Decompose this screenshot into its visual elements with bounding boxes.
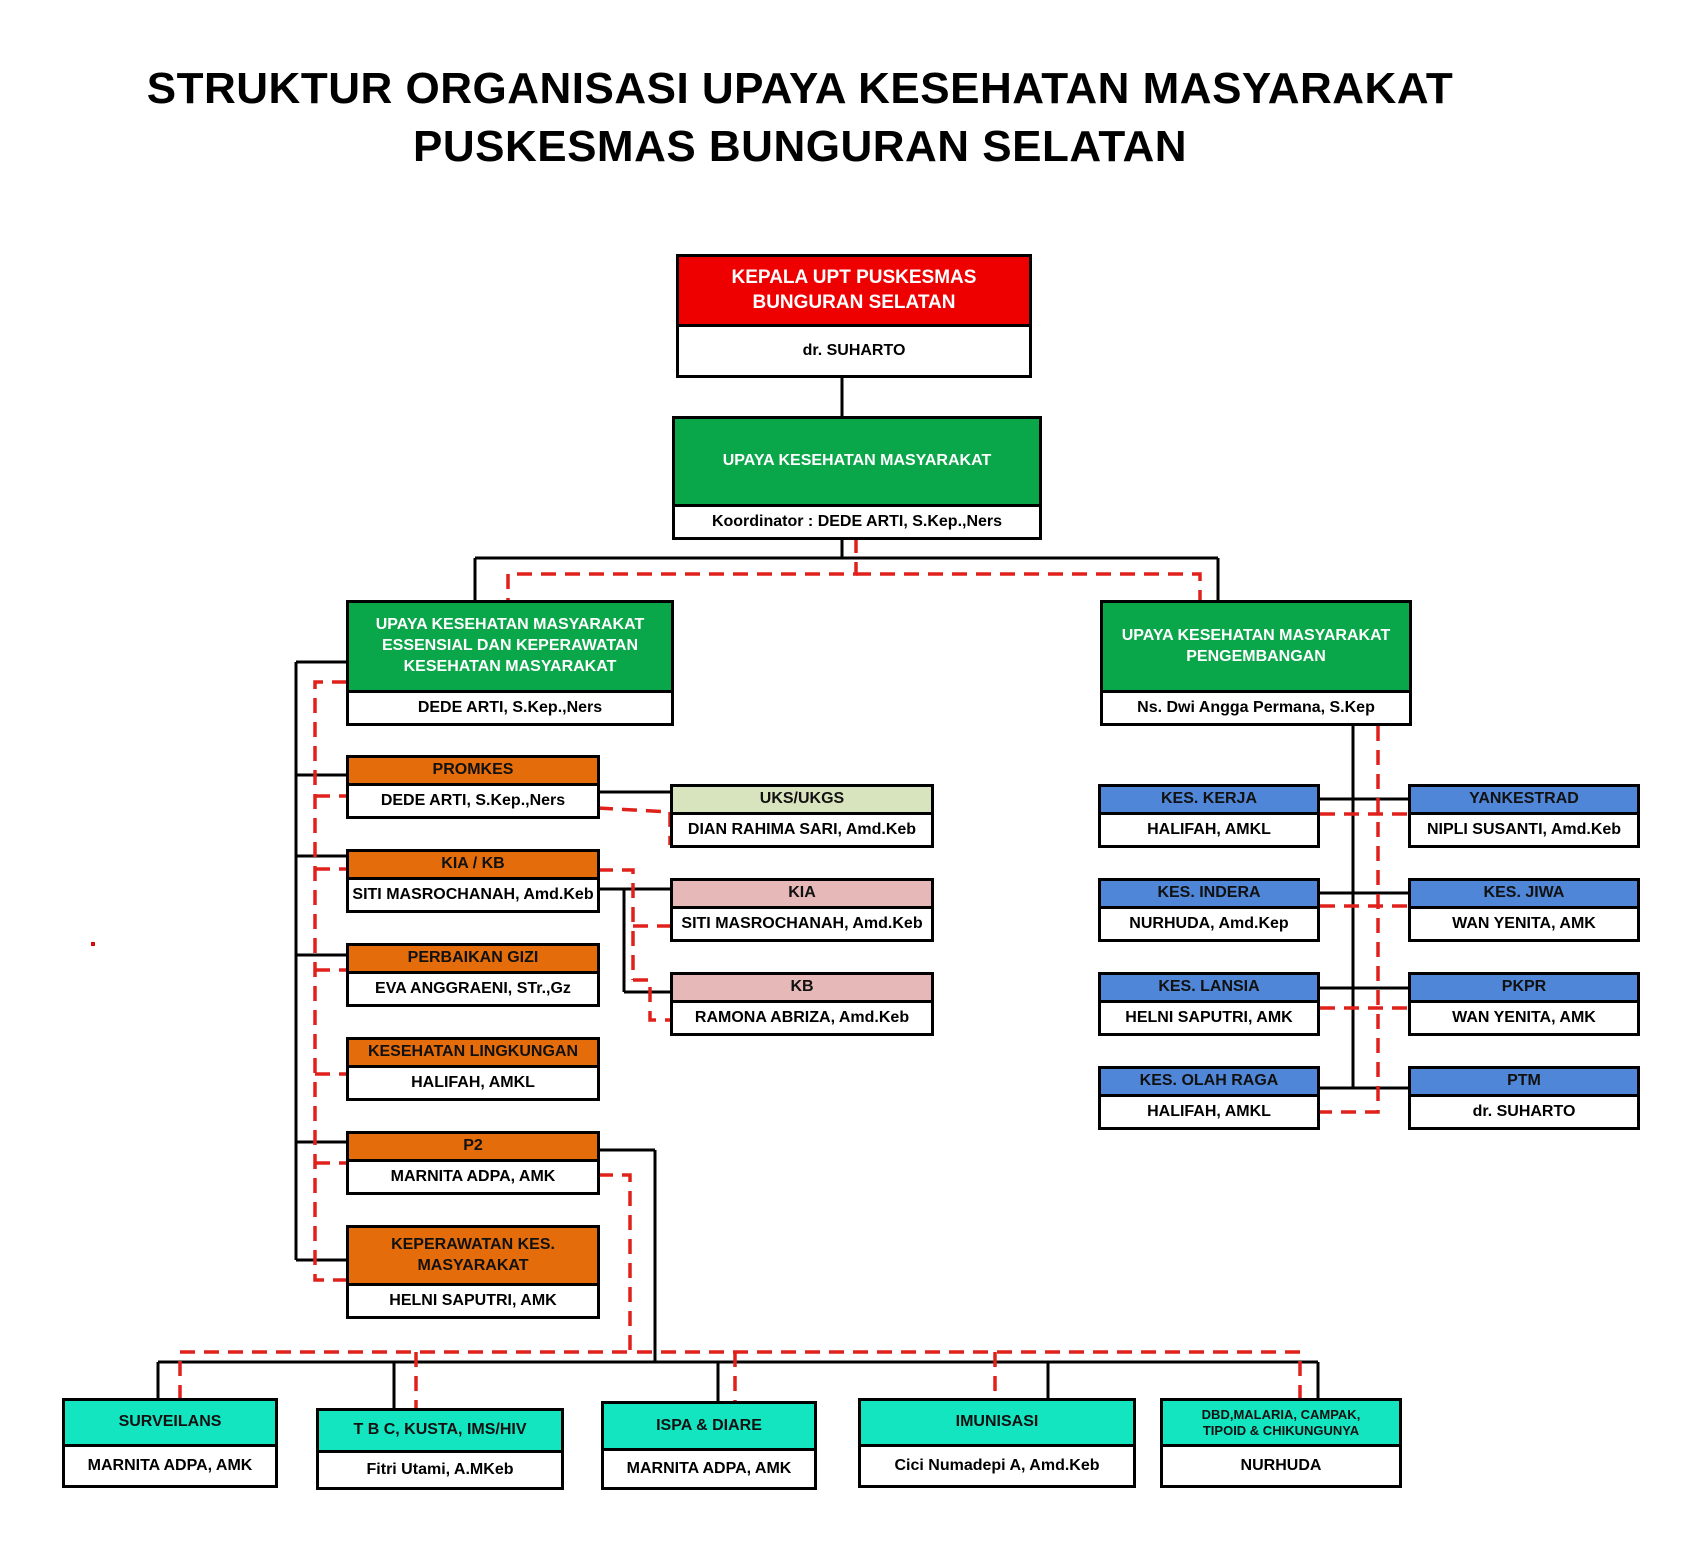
- node-p2-name: MARNITA ADPA, AMK: [349, 1162, 597, 1192]
- node-tbc-kusta: T B C, KUSTA, IMS/HIV Fitri Utami, A.MKe…: [316, 1408, 564, 1490]
- node-promkes: PROMKES DEDE ARTI, S.Kep.,Ners: [346, 755, 600, 819]
- node-kia-kb-title: KIA / KB: [349, 852, 597, 880]
- node-ptm-name: dr. SUHARTO: [1411, 1097, 1637, 1127]
- node-surveilans-name: MARNITA ADPA, AMK: [65, 1447, 275, 1485]
- node-keperawatan-kesmas-name: HELNI SAPUTRI, AMK: [349, 1286, 597, 1316]
- node-kes-indera-title: KES. INDERA: [1101, 881, 1317, 909]
- node-kes-lansia-name: HELNI SAPUTRI, AMK: [1101, 1003, 1317, 1033]
- node-perbaikan-gizi-title: PERBAIKAN GIZI: [349, 946, 597, 974]
- node-kb: KB RAMONA ABRIZA, Amd.Keb: [670, 972, 934, 1036]
- node-kes-olah-raga-name: HALIFAH, AMKL: [1101, 1097, 1317, 1127]
- node-ukm-pengembangan: UPAYA KESEHATAN MASYARAKAT PENGEMBANGAN …: [1100, 600, 1412, 726]
- node-kes-lansia: KES. LANSIA HELNI SAPUTRI, AMK: [1098, 972, 1320, 1036]
- node-kes-kerja-name: HALIFAH, AMKL: [1101, 815, 1317, 845]
- node-surveilans: SURVEILANS MARNITA ADPA, AMK: [62, 1398, 278, 1488]
- node-keperawatan-kesmas: KEPERAWATAN KES. MASYARAKAT HELNI SAPUTR…: [346, 1225, 600, 1319]
- node-p2: P2 MARNITA ADPA, AMK: [346, 1131, 600, 1195]
- node-ispa-diare-title: ISPA & DIARE: [604, 1404, 814, 1451]
- node-ptm: PTM dr. SUHARTO: [1408, 1066, 1640, 1130]
- node-ukm: UPAYA KESEHATAN MASYARAKAT Koordinator :…: [672, 416, 1042, 540]
- node-kes-olah-raga-title: KES. OLAH RAGA: [1101, 1069, 1317, 1097]
- node-kes-kerja: KES. KERJA HALIFAH, AMKL: [1098, 784, 1320, 848]
- node-kb-title: KB: [673, 975, 931, 1003]
- node-tbc-kusta-name: Fitri Utami, A.MKeb: [319, 1453, 561, 1487]
- node-uks-ukgs: UKS/UKGS DIAN RAHIMA SARI, Amd.Keb: [670, 784, 934, 848]
- node-kes-jiwa: KES. JIWA WAN YENITA, AMK: [1408, 878, 1640, 942]
- node-perbaikan-gizi-name: EVA ANGGRAENI, STr.,Gz: [349, 974, 597, 1004]
- node-kia-kb: KIA / KB SITI MASROCHANAH, Amd.Keb: [346, 849, 600, 913]
- node-kepala-upt-name: dr. SUHARTO: [679, 327, 1029, 375]
- node-kepala-upt: KEPALA UPT PUSKESMAS BUNGURAN SELATAN dr…: [676, 254, 1032, 378]
- node-perbaikan-gizi: PERBAIKAN GIZI EVA ANGGRAENI, STr.,Gz: [346, 943, 600, 1007]
- node-kb-name: RAMONA ABRIZA, Amd.Keb: [673, 1003, 931, 1033]
- node-ukm-pengembangan-name: Ns. Dwi Angga Permana, S.Kep: [1103, 693, 1409, 723]
- node-kesehatan-lingkungan-name: HALIFAH, AMKL: [349, 1068, 597, 1098]
- dashed-coordination-lines: [178, 538, 1410, 1410]
- node-kia: KIA SITI MASROCHANAH, Amd.Keb: [670, 878, 934, 942]
- node-keperawatan-kesmas-title: KEPERAWATAN KES. MASYARAKAT: [349, 1228, 597, 1286]
- node-ukm-esensial-name: DEDE ARTI, S.Kep.,Ners: [349, 693, 671, 723]
- node-yankestrad-name: NIPLI SUSANTI, Amd.Keb: [1411, 815, 1637, 845]
- node-uks-ukgs-name: DIAN RAHIMA SARI, Amd.Keb: [673, 815, 931, 845]
- node-ukm-name: Koordinator : DEDE ARTI, S.Kep.,Ners: [675, 507, 1039, 537]
- node-surveilans-title: SURVEILANS: [65, 1401, 275, 1447]
- node-kes-jiwa-name: WAN YENITA, AMK: [1411, 909, 1637, 939]
- node-yankestrad: YANKESTRAD NIPLI SUSANTI, Amd.Keb: [1408, 784, 1640, 848]
- chart-title-line-2: PUSKESMAS BUNGURAN SELATAN: [412, 122, 1188, 171]
- node-promkes-name: DEDE ARTI, S.Kep.,Ners: [349, 786, 597, 816]
- node-tbc-kusta-title: T B C, KUSTA, IMS/HIV: [319, 1411, 561, 1453]
- stray-mark: [91, 942, 95, 946]
- node-kes-kerja-title: KES. KERJA: [1101, 787, 1317, 815]
- node-imunisasi: IMUNISASI Cici Numadepi A, Amd.Keb: [858, 1398, 1136, 1488]
- node-p2-title: P2: [349, 1134, 597, 1162]
- node-kes-olah-raga: KES. OLAH RAGA HALIFAH, AMKL: [1098, 1066, 1320, 1130]
- node-imunisasi-name: Cici Numadepi A, Amd.Keb: [861, 1447, 1133, 1485]
- node-ukm-esensial: UPAYA KESEHATAN MASYARAKAT ESSENSIAL DAN…: [346, 600, 674, 726]
- node-pkpr-title: PKPR: [1411, 975, 1637, 1003]
- node-ukm-title: UPAYA KESEHATAN MASYARAKAT: [675, 419, 1039, 507]
- node-pkpr-name: WAN YENITA, AMK: [1411, 1003, 1637, 1033]
- node-ispa-diare: ISPA & DIARE MARNITA ADPA, AMK: [601, 1401, 817, 1490]
- node-kesehatan-lingkungan-title: KESEHATAN LINGKUNGAN: [349, 1040, 597, 1068]
- node-dbd-malaria: DBD,MALARIA, CAMPAK, TIPOID & CHIKUNGUNY…: [1160, 1398, 1402, 1488]
- node-kia-kb-name: SITI MASROCHANAH, Amd.Keb: [349, 880, 597, 910]
- node-ispa-diare-name: MARNITA ADPA, AMK: [604, 1451, 814, 1487]
- node-ukm-pengembangan-title: UPAYA KESEHATAN MASYARAKAT PENGEMBANGAN: [1103, 603, 1409, 693]
- node-ptm-title: PTM: [1411, 1069, 1637, 1097]
- node-kes-jiwa-title: KES. JIWA: [1411, 881, 1637, 909]
- node-kesehatan-lingkungan: KESEHATAN LINGKUNGAN HALIFAH, AMKL: [346, 1037, 600, 1101]
- node-kia-name: SITI MASROCHANAH, Amd.Keb: [673, 909, 931, 939]
- node-imunisasi-title: IMUNISASI: [861, 1401, 1133, 1447]
- node-dbd-malaria-name: NURHUDA: [1163, 1447, 1399, 1485]
- node-dbd-malaria-title: DBD,MALARIA, CAMPAK, TIPOID & CHIKUNGUNY…: [1163, 1401, 1399, 1447]
- node-promkes-title: PROMKES: [349, 758, 597, 786]
- node-kepala-upt-title: KEPALA UPT PUSKESMAS BUNGURAN SELATAN: [679, 257, 1029, 327]
- node-kes-lansia-title: KES. LANSIA: [1101, 975, 1317, 1003]
- node-ukm-esensial-title: UPAYA KESEHATAN MASYARAKAT ESSENSIAL DAN…: [349, 603, 671, 693]
- chart-title-line-1: STRUKTUR ORGANISASI UPAYA KESEHATAN MASY…: [146, 64, 1454, 113]
- node-uks-ukgs-title: UKS/UKGS: [673, 787, 931, 815]
- node-pkpr: PKPR WAN YENITA, AMK: [1408, 972, 1640, 1036]
- node-kes-indera-name: NURHUDA, Amd.Kep: [1101, 909, 1317, 939]
- node-yankestrad-title: YANKESTRAD: [1411, 787, 1637, 815]
- node-kia-title: KIA: [673, 881, 931, 909]
- node-kes-indera: KES. INDERA NURHUDA, Amd.Kep: [1098, 878, 1320, 942]
